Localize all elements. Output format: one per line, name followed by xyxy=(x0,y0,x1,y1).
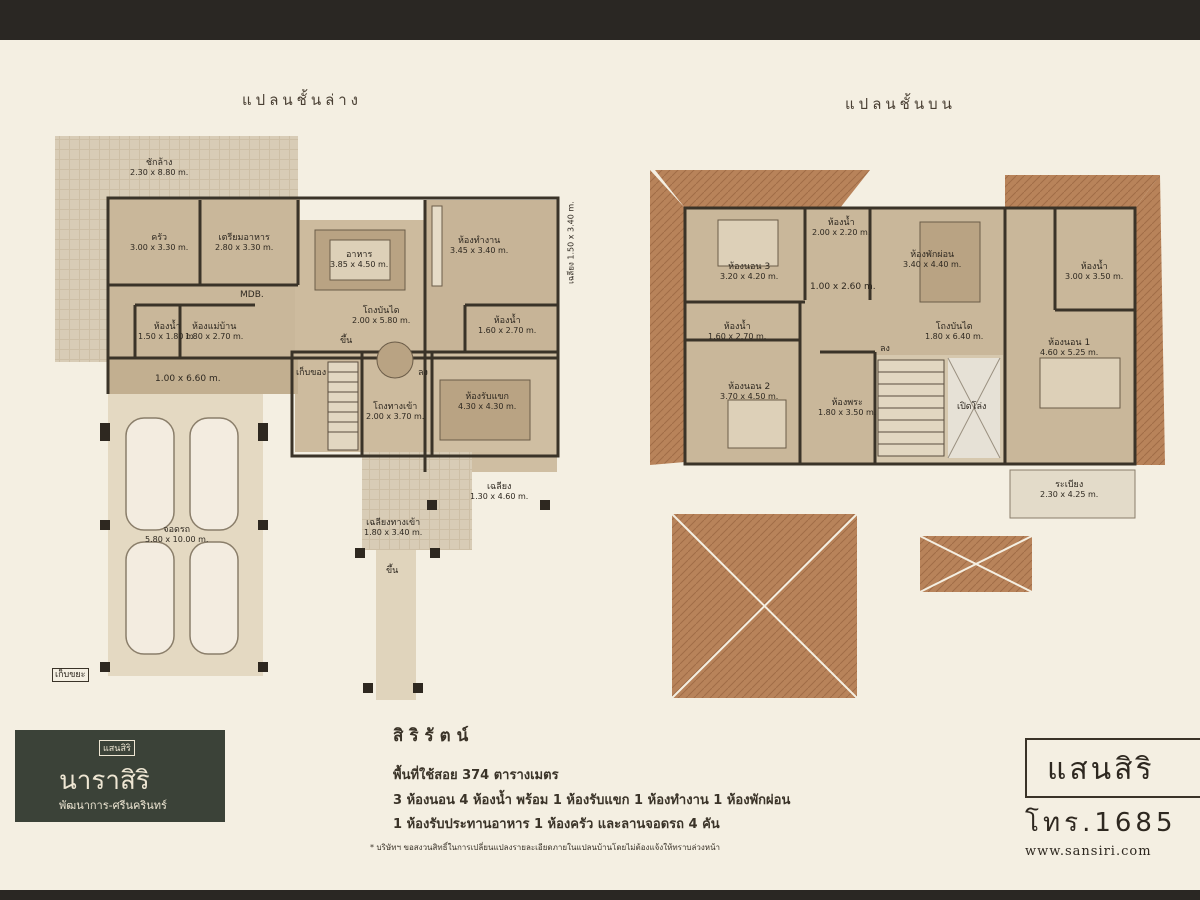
room-summary-line-1: 3 ห้องนอน 4 ห้องน้ำ พร้อม 1 ห้องรับแขก 1… xyxy=(393,793,791,808)
lower-floor-plan xyxy=(55,136,560,700)
brand-phone: โทร.1685 xyxy=(1025,808,1177,838)
logo-brand: แสนสิริ xyxy=(99,740,135,756)
project-logo: แสนสิริ นาราสิริ พัฒนาการ-ศรีนครินทร์ xyxy=(15,730,225,822)
room-summary-line-2: 1 ห้องรับประทานอาหาร 1 ห้องครัว และลานจอ… xyxy=(393,817,720,832)
upper-floor-title: แปลนชั้นบน xyxy=(845,95,956,113)
stair-down-label: ลง xyxy=(418,368,428,378)
stair-down-label: ลง xyxy=(880,344,890,354)
usable-area: พื้นที่ใช้สอย 374 ตารางเมตร xyxy=(393,768,559,783)
room-label: เก็บของ xyxy=(296,368,327,378)
room-label: เฉลียง 1.50 x 3.40 m. xyxy=(566,201,576,284)
logo-location: พัฒนาการ-ศรีนครินทร์ xyxy=(59,799,167,812)
stair-up-label: ขึ้น xyxy=(386,566,399,576)
room-label: 1.00 x 2.60 m. xyxy=(810,282,876,292)
floor-plan-drawing xyxy=(55,136,1165,700)
room-label: MDB. xyxy=(240,290,264,300)
brand-name: แสนสิริ xyxy=(1047,752,1155,787)
lower-floor-title: แปลนชั้นล่าง xyxy=(242,91,363,109)
stair-up-label: ขึ้น xyxy=(340,336,353,346)
logo-name: นาราสิริ xyxy=(59,766,150,796)
brand-box: แสนสิริ xyxy=(1025,738,1200,798)
project-name: สิริรัตน์ xyxy=(393,726,475,746)
upper-floor-plan xyxy=(650,170,1165,699)
room-label: 1.00 x 6.60 m. xyxy=(155,374,221,384)
room-label: เก็บขยะ xyxy=(52,668,89,683)
room-label: เปิดโล่ง xyxy=(957,402,987,412)
disclaimer-note: * บริษัทฯ ขอสงวนสิทธิ์ในการเปลี่ยนแปลงรา… xyxy=(370,843,721,852)
brand-website[interactable]: www.sansiri.com xyxy=(1025,844,1152,859)
